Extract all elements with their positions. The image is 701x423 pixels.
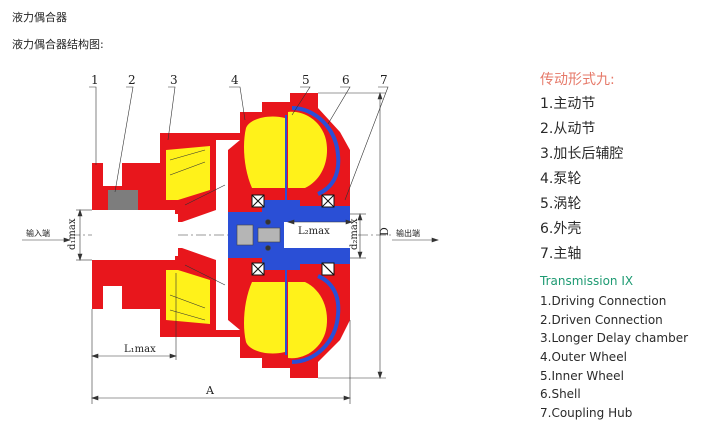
legend-cn-title: 传动形式九: <box>540 72 615 88</box>
dim-A <box>91 320 351 404</box>
output-arrow <box>392 237 439 243</box>
input-flange-bottom <box>92 260 175 309</box>
legend-cn-item: 3.加长后辅腔 <box>540 146 624 162</box>
input-shaft-bore <box>92 214 178 256</box>
callout-7: 7 <box>380 73 388 87</box>
legend-en-item: 2.Driven Connection <box>540 312 663 327</box>
callout-6: 6 <box>342 73 350 87</box>
dim-l2 <box>287 219 353 225</box>
legend-en-item: 4.Outer Wheel <box>540 350 627 365</box>
dim-l1-label: L₁max <box>124 344 156 355</box>
callout-4: 4 <box>231 73 239 87</box>
pump-chamber-bottom <box>244 282 285 354</box>
legend-cn-item: 1.主动节 <box>540 96 596 112</box>
legend-en-item: 7.Coupling Hub <box>540 406 633 421</box>
callout-leaders <box>89 86 389 201</box>
delay-chamber-fill-top <box>166 146 210 200</box>
page-subheading: 液力偶合器结构图: <box>12 38 104 51</box>
dim-d2 <box>350 213 366 259</box>
legend-cn-item: 2.从动节 <box>540 121 596 137</box>
inner-web-lines <box>169 149 226 321</box>
delay-chamber-fill-bottom <box>166 270 210 324</box>
legend-cn-item: 6.外壳 <box>540 221 582 237</box>
dim-D <box>318 92 386 379</box>
callout-2: 2 <box>128 73 136 87</box>
dim-d1 <box>76 209 92 261</box>
dim-D-label: D <box>378 227 391 236</box>
legend-en-item: 3.Longer Delay chamber <box>540 331 689 346</box>
dim-d2-label: d₂max <box>349 218 360 250</box>
turbine-chamber-bottom <box>288 282 328 359</box>
bearings <box>251 194 335 276</box>
dim-l1 <box>91 273 177 360</box>
input-label: 输入端 <box>26 228 50 238</box>
legend-cn-item: 5.涡轮 <box>540 196 582 212</box>
shaft-bore <box>284 222 354 248</box>
legend-cn-item: 7.主轴 <box>540 246 582 262</box>
legend-en-item: 5.Inner Wheel <box>540 368 624 383</box>
callout-1: 1 <box>91 73 99 87</box>
hub-bolts <box>236 219 281 251</box>
turbine-runner-bottom <box>291 274 341 364</box>
legend-en-item: 6.Shell <box>540 387 581 402</box>
legend-en-item: 1.Driving Connection <box>540 294 667 308</box>
dim-l2-label: L₂max <box>298 226 330 237</box>
driven-connection-block <box>108 190 138 210</box>
legend-cn-item: 4.泵轮 <box>540 171 582 187</box>
input-arrow <box>22 237 71 243</box>
dim-A-label: A <box>205 384 215 397</box>
callout-3: 3 <box>170 73 178 87</box>
page-heading: 液力偶合器 <box>12 11 67 24</box>
output-label: 输出端 <box>396 228 420 238</box>
parts-legend: 传动形式九: 1.主动节 2.从动节 3.加长后辅腔 4.泵轮 5.涡轮 6.外… <box>540 68 700 423</box>
callout-5: 5 <box>302 73 310 87</box>
dim-d1-label: d₁max <box>67 218 78 250</box>
turbine-runner-top <box>291 106 341 196</box>
turbine-chamber-top <box>288 111 328 188</box>
pump-chamber-top <box>244 116 285 188</box>
legend-en-title: Transmission IX <box>540 274 634 288</box>
